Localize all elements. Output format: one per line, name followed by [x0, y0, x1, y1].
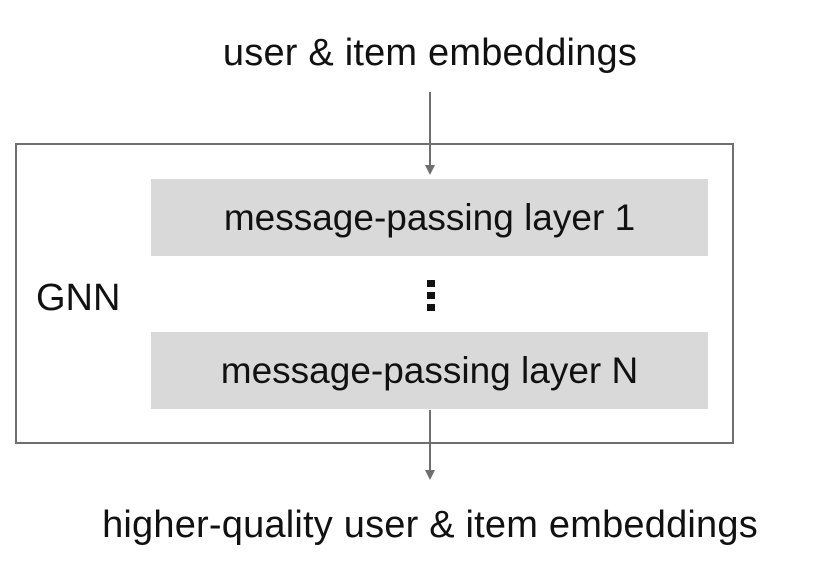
- layer-label: message-passing layer N: [220, 349, 639, 391]
- message-passing-layer-first: message-passing layer 1: [151, 179, 708, 256]
- vertical-ellipsis-icon: [427, 280, 435, 311]
- message-passing-layer-last: message-passing layer N: [151, 332, 708, 409]
- output-label: higher-quality user & item embeddings: [102, 504, 758, 546]
- gnn-container: [15, 143, 734, 444]
- layer-label: message-passing layer 1: [223, 196, 636, 238]
- input-label: user & item embeddings: [222, 32, 638, 74]
- gnn-label: GNN: [36, 277, 121, 319]
